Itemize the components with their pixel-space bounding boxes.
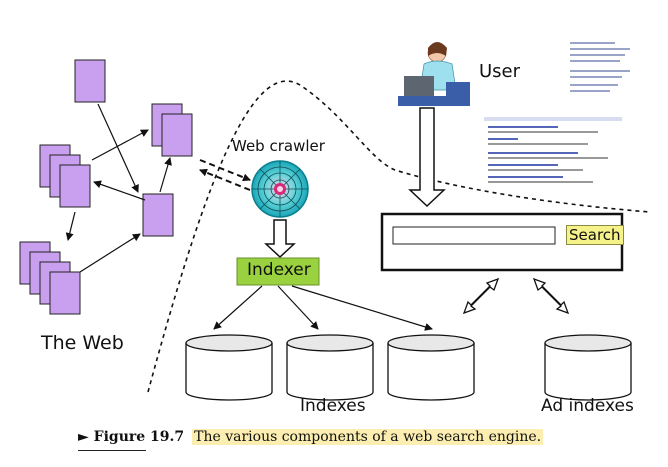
caption-rule [78,450,146,451]
index-cylinder [286,334,374,401]
label-web-crawler: Web crawler [232,137,325,155]
web-page [74,59,106,103]
figure-caption: ► Figure 19.7 The various components of a… [78,429,544,445]
label-the-web: The Web [41,332,124,354]
label-indexer: Indexer [247,260,311,280]
indexer-box [236,257,320,286]
indexer-fanout-arrows [213,285,433,331]
label-ad-indexes: Ad indexes [541,396,634,416]
crawler-to-indexer-arrow [264,219,296,259]
web-page [142,193,174,237]
user-to-search-arrow [408,107,446,208]
web-page [59,164,91,208]
web-page [49,271,81,315]
user-icon [398,42,470,106]
search-index-exchange-arrows [462,277,570,315]
web-crawler-icon [251,160,309,218]
link-arrows [65,103,172,273]
web-page [161,113,193,157]
label-indexes: Indexes [300,396,366,416]
search-results-screenshot [484,42,630,183]
index-cylinder [387,334,475,401]
web-pages [19,59,193,315]
search-input[interactable] [392,226,556,245]
ad-index-cylinder [544,334,632,401]
figure-number: ► Figure 19.7 [78,429,185,445]
label-user: User [479,61,521,82]
search-button[interactable]: Search [566,225,624,245]
index-cylinder [185,334,273,401]
index-cylinders [185,334,632,401]
figure-caption-text: The various components of a web search e… [192,429,544,445]
crawler-fetch-arrows [199,159,251,191]
